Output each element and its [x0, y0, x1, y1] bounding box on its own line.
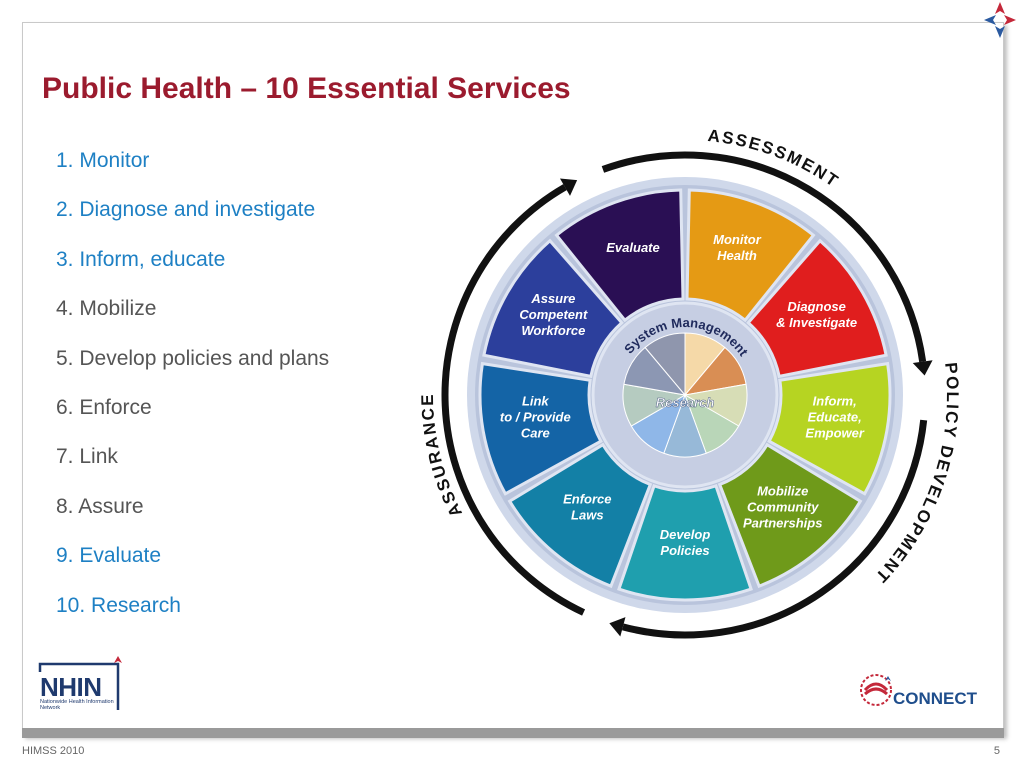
- wheel-segment: [717, 442, 863, 589]
- assurance-label: ASSURANCE: [418, 392, 466, 520]
- wheel-segment: [482, 238, 624, 379]
- assurance-arrow-arc: [441, 184, 586, 616]
- connect-logo-text: CONNECT: [893, 689, 978, 708]
- essential-services-list: 1. Monitor 2. Diagnose and investigate 3. …: [56, 146, 329, 640]
- page-number: 5: [993, 745, 1000, 757]
- research-center-label: Research: [656, 395, 715, 410]
- corner-compass-icon: [984, 2, 1016, 38]
- service-item: 5. Develop policies and plans: [56, 346, 330, 370]
- wheel-segment: [767, 361, 892, 496]
- service-item: 9. Evaluate: [56, 544, 162, 568]
- slide-title: Public Health – 10 Essential Services: [42, 72, 571, 105]
- wheel-segment-label: Diagnose& Investigate: [776, 299, 857, 330]
- wheel-segment-label: Evaluate: [606, 240, 659, 255]
- policy-arrow-arc: [621, 419, 928, 639]
- service-item: 3. Inform, educate: [56, 247, 226, 271]
- nhin-logo-subtitle: Nationwide Health Information Network: [40, 699, 114, 711]
- slide-bottom-bar: [22, 728, 1004, 738]
- wheel-segment: [685, 188, 816, 323]
- service-item: 2. Diagnose and investigate: [56, 198, 316, 222]
- policy-arrow-head: [609, 617, 626, 637]
- assessment-arrow-arc: [601, 151, 927, 363]
- nhin-arrow-icon: [38, 656, 122, 710]
- assurance-arrow-head: [560, 178, 578, 196]
- wheel-segment: [554, 188, 685, 323]
- wheel-segment-label: Inform,Educate,Empower: [805, 393, 864, 440]
- assessment-arrow-head: [912, 360, 933, 376]
- service-item: 4. Mobilize: [56, 297, 157, 321]
- nhin-logo: [38, 654, 138, 714]
- service-item: 7. Link: [56, 445, 118, 469]
- connect-logo: [856, 668, 986, 712]
- wheel-segment: [617, 483, 753, 602]
- wheel-segment: [478, 361, 603, 496]
- footer-event-label: HIMSS 2010: [22, 745, 85, 757]
- connect-swirl-icon: [860, 674, 892, 706]
- research-center-slice: [644, 332, 686, 397]
- nhin-logo-text: NHIN: [40, 672, 102, 702]
- wheel-segment: [507, 442, 653, 589]
- service-item: 1. Monitor: [56, 149, 150, 172]
- service-item: 6. Enforce: [56, 395, 152, 419]
- service-item: 8. Assure: [56, 494, 144, 518]
- service-item: 10. Research: [56, 593, 181, 617]
- wheel-segment: [746, 238, 888, 379]
